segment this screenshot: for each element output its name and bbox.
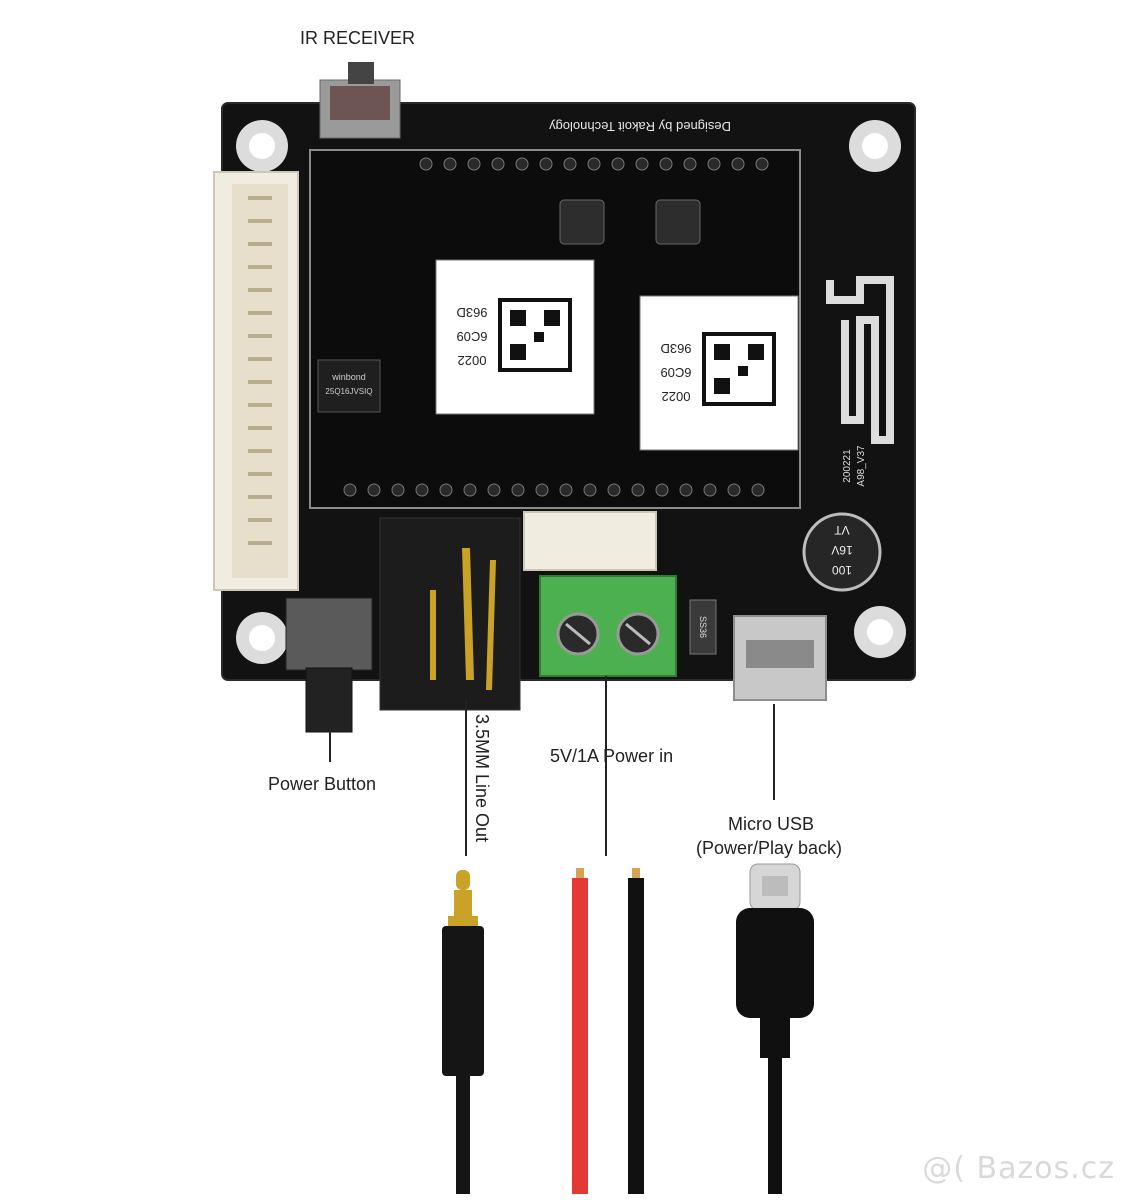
connector-pin	[248, 242, 272, 246]
connector-pin	[248, 426, 272, 430]
header-pin	[511, 483, 525, 497]
svg-text:winbond: winbond	[331, 372, 366, 382]
watermark: @( Bazos.cz	[922, 1151, 1115, 1186]
audio-jack	[379, 517, 521, 711]
usb-cable	[736, 863, 814, 1194]
header-pin	[515, 157, 529, 171]
connector-pin	[248, 311, 272, 315]
header-pin	[631, 483, 645, 497]
connector-pin	[248, 541, 272, 545]
connector-pin	[248, 288, 272, 292]
ir-receiver	[319, 62, 401, 139]
connector-pin	[248, 196, 272, 200]
svg-text:16V: 16V	[831, 543, 852, 557]
power-button	[285, 597, 373, 733]
svg-text:25Q16JVSIQ: 25Q16JVSIQ	[325, 387, 372, 396]
header-pin	[611, 157, 625, 171]
header-pin	[703, 483, 717, 497]
header-pin	[587, 157, 601, 171]
mounting-hole	[236, 120, 288, 172]
header-pin	[463, 483, 477, 497]
header-pin	[487, 483, 501, 497]
connector-pin	[248, 334, 272, 338]
ir-receiver-label: IR RECEIVER	[300, 28, 416, 48]
power-button-label: Power Button	[268, 774, 377, 794]
header-pin	[535, 483, 549, 497]
connector-pin	[248, 265, 272, 269]
wifi-module: Designed by Rakoit Technology 963D 6C09 …	[309, 119, 801, 509]
qr-code-text: 0022	[458, 353, 487, 368]
qr-code-text: 963D	[456, 305, 487, 320]
header-pin	[419, 157, 433, 171]
connector-pin	[248, 495, 272, 499]
connector-pin	[248, 472, 272, 476]
qr-code-text: 0022	[662, 389, 691, 404]
antenna-trace: A98_V37 200221	[826, 276, 894, 487]
qr-label: 963D 6C09 0022	[435, 259, 595, 415]
mounting-hole	[236, 612, 288, 664]
header-pin	[491, 157, 505, 171]
qr-code-text: 6C09	[456, 329, 487, 344]
header-pin	[583, 483, 597, 497]
pin-connector	[523, 511, 657, 571]
svg-text:200221: 200221	[842, 449, 853, 483]
header-pin	[683, 157, 697, 171]
qr-code-text: 6C09	[660, 365, 691, 380]
header-pin	[343, 483, 357, 497]
header-pin	[707, 157, 721, 171]
header-pin	[659, 157, 673, 171]
qr-code-text: 963D	[660, 341, 691, 356]
qr-label: 963D 6C09 0022	[639, 295, 799, 451]
header-pin	[635, 157, 649, 171]
header-pin	[731, 157, 745, 171]
svg-text:A98_V37: A98_V37	[856, 445, 867, 487]
connector-pin	[248, 357, 272, 361]
connector-pin	[248, 403, 272, 407]
header-pin	[559, 483, 573, 497]
header-pin	[563, 157, 577, 171]
header-pin	[415, 483, 429, 497]
header-pin	[539, 157, 553, 171]
header-pin	[751, 483, 765, 497]
mounting-hole	[849, 120, 901, 172]
diode: SS36	[689, 599, 717, 655]
connector-pin	[248, 449, 272, 453]
power-in-label: 5V/1A Power in	[550, 746, 674, 766]
power-wires	[572, 868, 644, 1194]
header-pin	[467, 157, 481, 171]
header-pin	[607, 483, 621, 497]
capacitor: VT 16V 100	[802, 512, 882, 592]
mounting-hole	[854, 606, 906, 658]
svg-text:100: 100	[832, 563, 852, 577]
header-pin	[655, 483, 669, 497]
connector-pin	[248, 219, 272, 223]
header-pin	[367, 483, 381, 497]
header-pin	[439, 483, 453, 497]
svg-text:SS36: SS36	[698, 616, 708, 638]
line-out-label: 3.5MM Line Out	[472, 714, 492, 843]
micro-usb-sublabel: (Power/Play back)	[696, 838, 843, 858]
header-pin	[727, 483, 741, 497]
header-pin	[391, 483, 405, 497]
flash-chip: winbond 25Q16JVSIQ	[317, 359, 381, 413]
micro-usb-port	[733, 615, 827, 701]
micro-usb-label: Micro USB	[728, 814, 815, 834]
pcb-board: Designed by Rakoit Technology 963D 6C09 …	[213, 62, 916, 733]
header-pin	[443, 157, 457, 171]
audio-plug	[442, 870, 484, 1194]
designer-text: Designed by Rakoit Technology	[549, 119, 731, 134]
svg-text:VT: VT	[834, 523, 850, 537]
connector-pin	[248, 380, 272, 384]
header-pin	[679, 483, 693, 497]
terminal-block	[539, 575, 677, 677]
connector-pin	[248, 518, 272, 522]
header-pin	[755, 157, 769, 171]
